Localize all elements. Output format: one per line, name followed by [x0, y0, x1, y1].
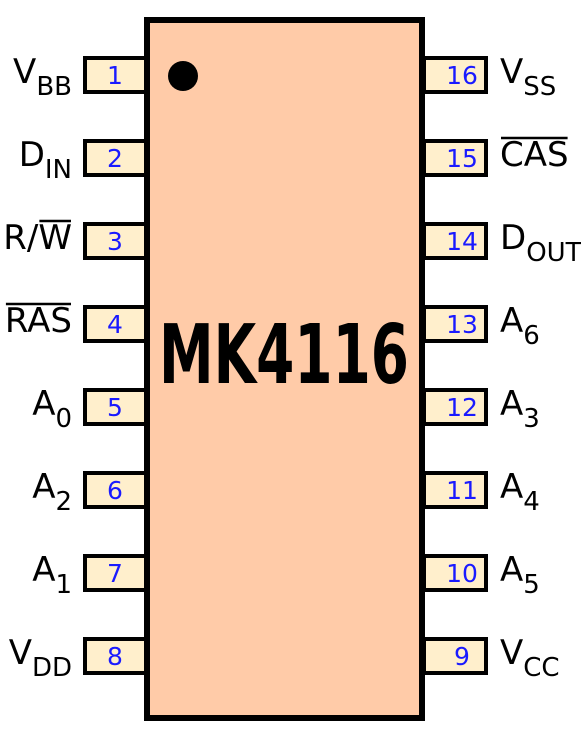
pin-5	[83, 388, 149, 426]
pin-number: 7	[107, 559, 123, 588]
signal-name: V	[13, 52, 36, 92]
pin-12	[422, 388, 488, 426]
pin-number: 11	[446, 476, 478, 505]
signal-name: A	[500, 384, 523, 424]
pin1-indicator-dot	[168, 61, 198, 91]
pin-number: 6	[107, 476, 123, 505]
signal-name: A	[500, 467, 523, 507]
signal-name: D	[19, 135, 45, 175]
pin-number: 5	[107, 393, 123, 422]
signal-subscript: 1	[55, 570, 72, 600]
signal-name: A	[32, 467, 55, 507]
signal-label: A0	[32, 384, 72, 434]
signal-subscript: 3	[523, 404, 540, 434]
signal-label: A4	[500, 467, 540, 517]
pin-number: 2	[107, 144, 123, 173]
signal-label: A5	[500, 550, 540, 600]
signal-label: RAS	[5, 301, 72, 341]
signal-subscript: BB	[36, 72, 72, 102]
pin-number: 12	[446, 393, 478, 422]
signal-subscript: 2	[55, 487, 72, 517]
signal-name: V	[500, 633, 523, 673]
signal-name: V	[9, 633, 32, 673]
signal-subscript: DD	[32, 653, 72, 683]
signal-name: A	[32, 550, 55, 590]
signal-label: A6	[500, 301, 540, 351]
pin-8	[83, 637, 149, 675]
signal-subscript: SS	[523, 72, 556, 102]
pin-2	[83, 139, 149, 177]
signal-label: VCC	[500, 633, 560, 683]
signal-label: A1	[32, 550, 72, 600]
pin-number: 4	[107, 310, 123, 339]
pin-number: 10	[446, 559, 478, 588]
signal-label: A3	[500, 384, 540, 434]
signal-label: A2	[32, 467, 72, 517]
pin-number: 14	[446, 227, 478, 256]
pin-1	[83, 56, 149, 94]
chip-name: MK4116	[159, 308, 409, 403]
signal-label: VSS	[500, 52, 556, 102]
signal-name-barred: W	[38, 218, 72, 258]
signal-label: CAS	[500, 135, 569, 175]
pin-3	[83, 222, 149, 260]
pin-13	[422, 305, 488, 343]
signal-subscript: OUT	[526, 238, 581, 268]
signal-subscript: 5	[523, 570, 540, 600]
signal-subscript: 0	[55, 404, 72, 434]
pin-number: 15	[446, 144, 478, 173]
signal-subscript: IN	[45, 155, 72, 185]
signal-label: DIN	[19, 135, 72, 185]
pin-number: 9	[454, 642, 470, 671]
pin-number: 1	[107, 61, 123, 90]
signal-name: R/	[3, 218, 39, 258]
signal-label: DOUT	[500, 218, 581, 268]
signal-name: A	[32, 384, 55, 424]
chip-body	[144, 17, 425, 721]
signal-name: A	[500, 301, 523, 341]
signal-name: CAS	[500, 135, 569, 175]
pin-number: 16	[446, 61, 478, 90]
signal-name: D	[500, 218, 526, 258]
signal-label: VDD	[9, 633, 72, 683]
pin-number: 8	[107, 642, 123, 671]
signal-name: V	[500, 52, 523, 92]
pin-14	[422, 222, 488, 260]
signal-subscript: 6	[523, 321, 540, 351]
pin-number: 3	[107, 227, 123, 256]
signal-label: VBB	[13, 52, 72, 102]
signal-name: RAS	[5, 301, 72, 341]
signal-subscript: CC	[523, 653, 559, 683]
signal-name: A	[500, 550, 523, 590]
signal-label: R/W	[3, 218, 72, 258]
signal-subscript: 4	[523, 487, 540, 517]
pin-number: 13	[446, 310, 478, 339]
